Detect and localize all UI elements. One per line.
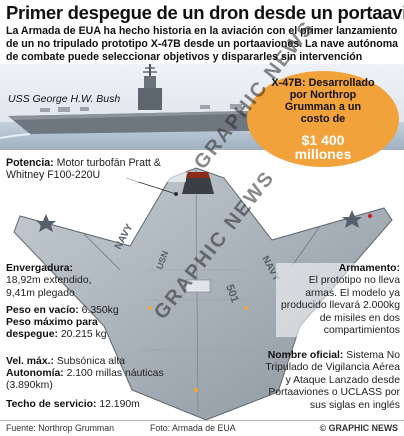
potencia-value: Motor turbofán Pratt & Whitney F100-220U — [6, 157, 161, 182]
cost-text: X-47B: Desarrollado por Northrop Grumman… — [271, 77, 375, 125]
autonomia-label: Autonomía: — [6, 368, 64, 379]
envergadura-value: 18,92m extendido, 9,41m plegado — [6, 275, 92, 299]
tail-number: 501 — [223, 283, 241, 304]
armamento-label: Armamento: — [338, 263, 400, 274]
headline: Primer despegue de un dron desde un port… — [6, 2, 404, 23]
star-insignia-left-icon — [36, 214, 56, 232]
graphic-news-credit: © GRAPHIC NEWS — [319, 423, 398, 433]
spec-techo: Techo de servicio: 12.190m — [6, 399, 206, 411]
spec-envergadura: Envergadura: 18,92m extendido, 9,41m ple… — [6, 263, 116, 300]
peso-vacio-label: Peso en vacío: — [6, 305, 79, 316]
techo-label: Techo de servicio: — [6, 399, 97, 410]
photo-credit: Foto: Armada de EUA — [150, 423, 236, 433]
spec-velocidad: Vel. máx.: Subsónica alta — [6, 356, 206, 368]
vel-value: Subsónica alta — [56, 356, 126, 367]
spec-peso-max: Peso máximo para despegue: 20.215 kg — [6, 317, 136, 342]
cost-circle — [247, 71, 399, 167]
spec-autonomia: Autonomía: 2.100 millas náuticas (3.890k… — [6, 368, 204, 393]
potencia-label: Potencia: — [6, 157, 54, 169]
nombre-label: Nombre oficial: — [267, 350, 344, 361]
peso-max-value: 20.215 kg — [60, 329, 107, 341]
spec-nombre-oficial: Nombre oficial: Sistema No Tripulado de … — [258, 350, 400, 412]
peso-max-label: Peso máximo para despegue: — [6, 317, 98, 341]
armamento-value: El prototipo no lleva armas. El modelo y… — [281, 275, 400, 337]
source-credit: Fuente: Northrop Grumman — [6, 423, 115, 433]
nombre-value: Sistema No Tripulado de Vigilancia Aérea… — [265, 350, 400, 411]
cost-amount: $1 400 millones — [294, 132, 352, 162]
vel-label: Vel. máx.: — [6, 356, 54, 367]
envergadura-label: Envergadura: — [6, 263, 73, 274]
techo-value: 12.190m — [99, 399, 140, 410]
spec-potencia: Potencia: Motor turbofán Pratt & Whitney… — [6, 157, 186, 182]
ship-label: USS George H.W. Bush — [8, 93, 121, 105]
star-insignia-right-icon — [342, 210, 362, 228]
peso-vacio-value: 6.350kg — [81, 305, 119, 316]
spec-peso-vacio: Peso en vacío: 6.350kg — [6, 305, 206, 317]
autonomia-value: 2.100 millas náuticas (3.890km) — [6, 368, 164, 392]
spec-armamento: Armamento: El prototipo no lleva armas. … — [276, 263, 400, 338]
footer: Fuente: Northrop Grumman Foto: Armada de… — [0, 420, 404, 436]
cost-bubble: X-47B: Desarrollado por Northrop Grumman… — [247, 71, 401, 168]
